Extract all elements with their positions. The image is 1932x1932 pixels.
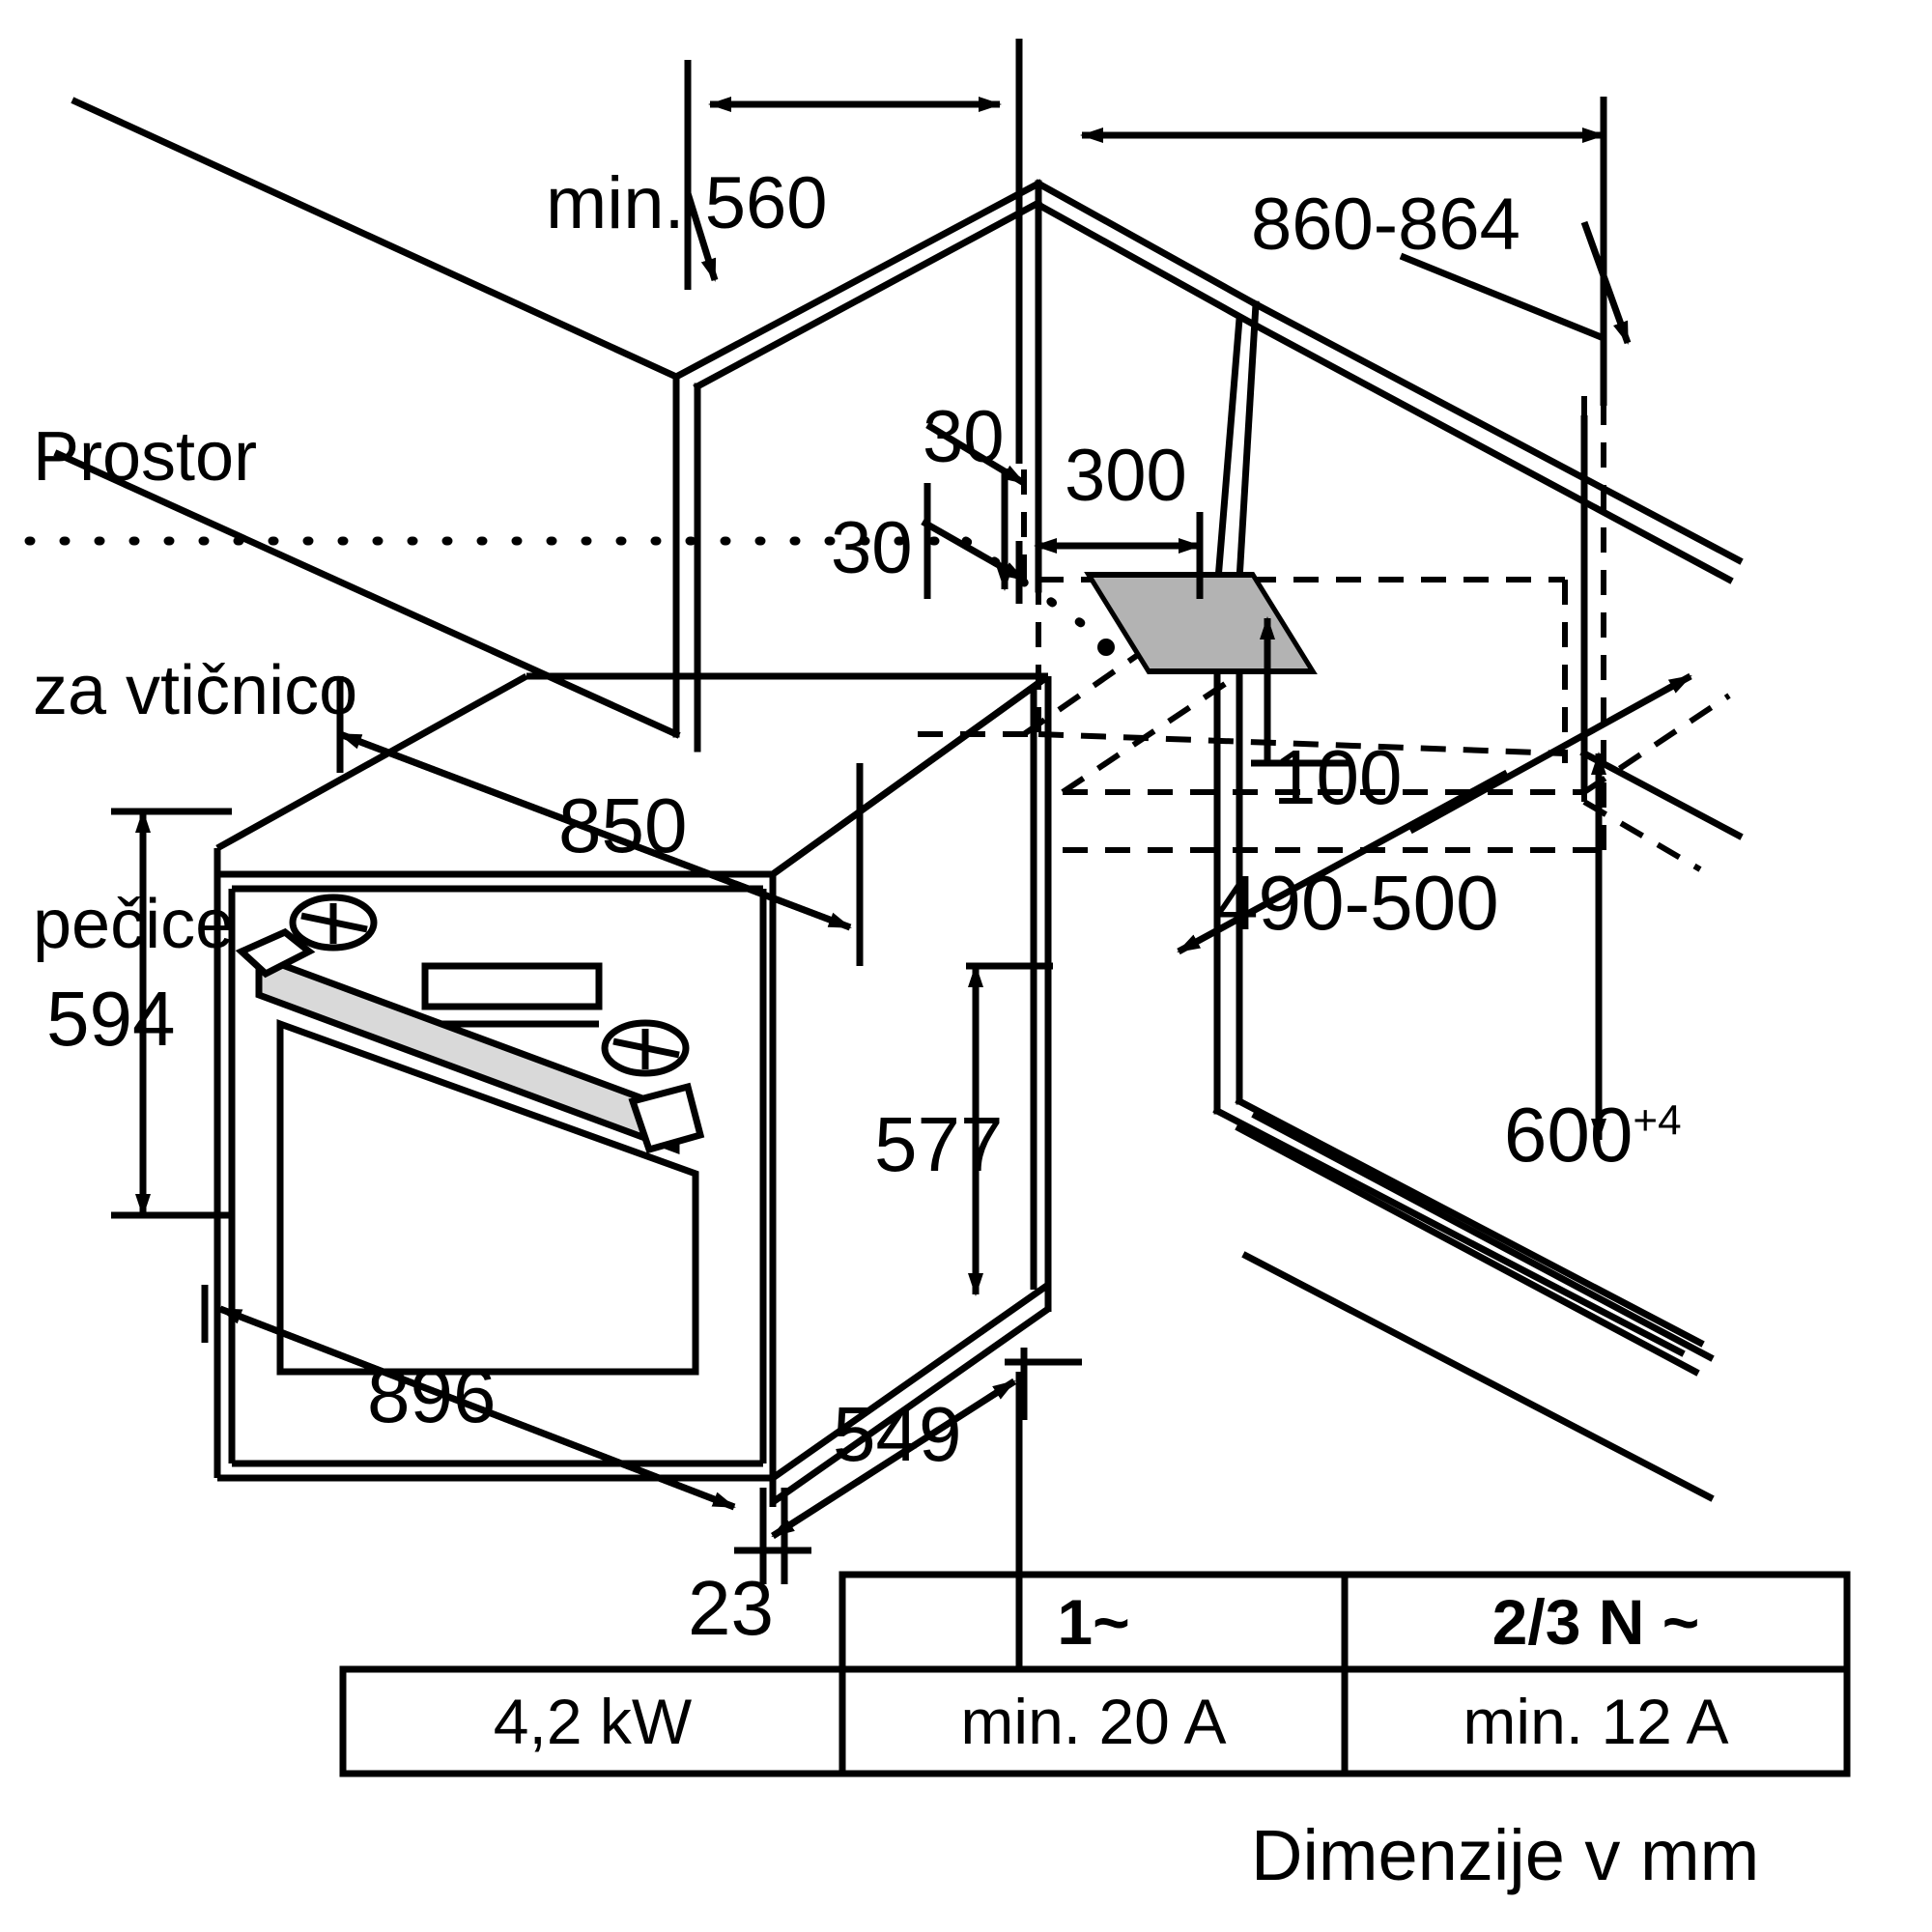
socket-note-line-1: Prostor — [33, 418, 258, 497]
dimension-896: 896 — [367, 1352, 497, 1438]
dimension-600-plus-4: 600+4 — [1418, 1005, 1682, 1264]
dimension-23: 23 — [688, 1565, 774, 1651]
dimension-100: 100 — [1273, 734, 1403, 820]
oven-appliance-body — [213, 672, 1052, 1507]
socket-note-text: Prostor za vtičnico pečice — [33, 263, 535, 1120]
table-cell-fuse-1: min. 20 A — [960, 1686, 1227, 1757]
dimension-850: 850 — [558, 782, 688, 868]
dimension-860-864: 860-864 — [1251, 184, 1520, 266]
table-cell-power: 4,2 kW — [493, 1686, 693, 1757]
dimension-594: 594 — [46, 976, 176, 1062]
cabinet-niche-outline — [53, 97, 1744, 1502]
dimension-30-side: 30 — [831, 507, 913, 589]
table-header-phase-1: 1~ — [1057, 1586, 1130, 1658]
table-cell-fuse-23: min. 12 A — [1463, 1686, 1729, 1757]
dimension-549: 549 — [833, 1391, 962, 1477]
dimension-lines — [111, 39, 1692, 1671]
dimension-577: 577 — [874, 1101, 1004, 1187]
units-caption: Dimenzije v mm — [1251, 1815, 1760, 1895]
dimension-300: 300 — [1065, 435, 1187, 517]
table-header-phase-23: 2/3 N ~ — [1492, 1586, 1700, 1658]
dimension-490-500: 490-500 — [1215, 860, 1499, 946]
dimension-30-top: 30 — [923, 396, 1005, 478]
oven-door-glass — [276, 1019, 699, 1376]
dimension-600-value: 600 — [1503, 1091, 1634, 1178]
dimension-600-tolerance: +4 — [1633, 1095, 1682, 1144]
socket-note-leader — [24, 536, 1106, 642]
oven-door-handle — [235, 927, 705, 1155]
socket-note-line-2: za vtičnico — [33, 652, 358, 730]
electrical-table-grid — [339, 1571, 1851, 1777]
socket-note-line-3: pečice — [33, 886, 235, 963]
dimension-min-560: min. 560 — [546, 162, 828, 244]
oven-control-panel — [289, 894, 690, 1077]
